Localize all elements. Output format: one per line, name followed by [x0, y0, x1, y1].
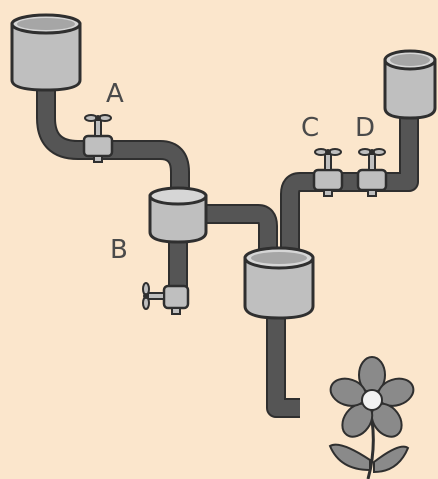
tap-d [356, 148, 388, 197]
tank-top-left [10, 13, 82, 92]
pipe-outflow [268, 310, 300, 416]
flower-icon [328, 356, 415, 479]
pipe-network-fill [38, 80, 417, 416]
pipe-right [282, 116, 417, 250]
tank-center [243, 246, 315, 320]
tank-middle [148, 186, 208, 244]
tap-a [82, 114, 114, 163]
tank-top-right [383, 49, 437, 120]
pipe-top-left [38, 80, 188, 200]
label-a: A [106, 79, 124, 109]
tap-b [142, 282, 190, 315]
label-d: D [355, 113, 375, 143]
label-b: B [110, 235, 128, 265]
pipe-mid-to-center [200, 206, 276, 250]
label-c: C [301, 113, 319, 143]
tap-c [312, 148, 344, 197]
